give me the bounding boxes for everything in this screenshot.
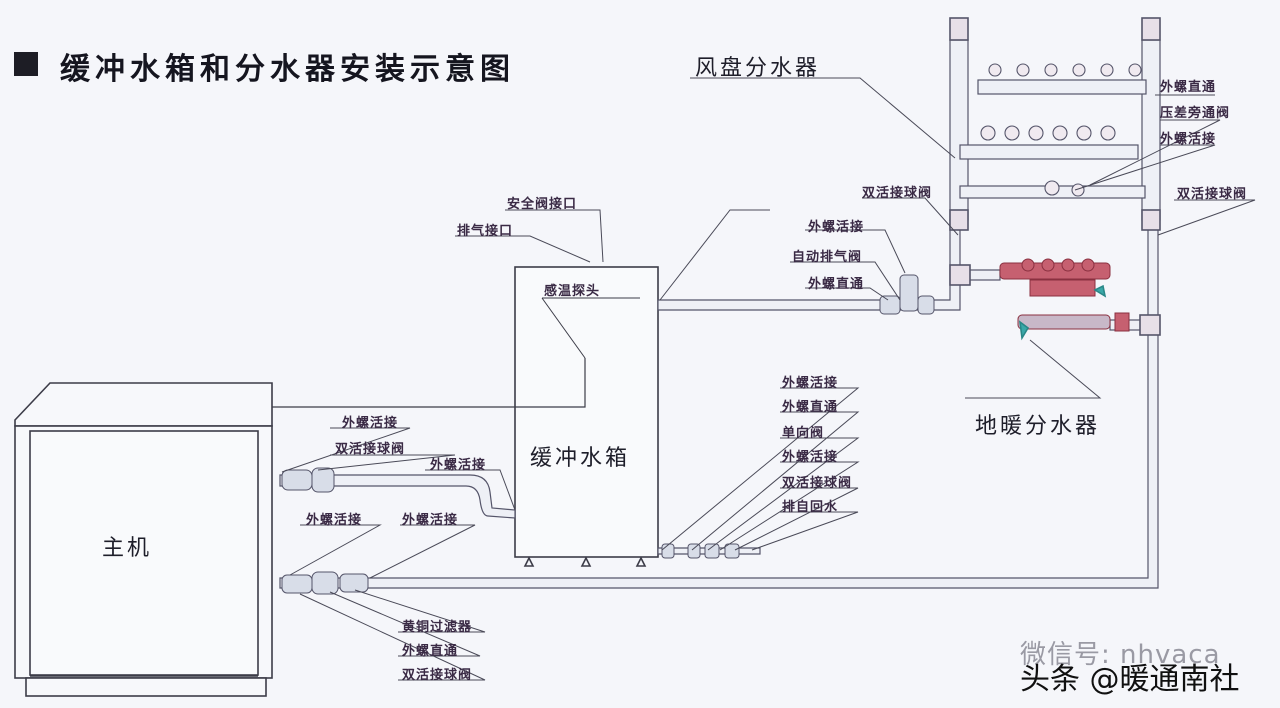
host-label: 主机 (102, 536, 153, 561)
label-supply-2: 外螺直通 (808, 277, 865, 292)
label-supply-0: 外螺活接 (808, 220, 865, 235)
label-hl-0: 外螺活接 (306, 513, 363, 528)
label-fc-4: 双活接球阀 (1177, 187, 1248, 202)
label-fc-3: 双活接球阀 (862, 186, 933, 201)
label-hu-2: 外螺活接 (430, 458, 487, 473)
pipes (279, 39, 1161, 589)
page-title: 缓冲水箱和分水器安装示意图 (60, 52, 515, 87)
label-tb-2: 单向阀 (782, 426, 825, 441)
label-hb-1: 外螺直通 (402, 644, 459, 659)
label-supply-1: 自动排气阀 (792, 250, 863, 265)
buffer-tank (514, 266, 659, 567)
label-fc-0: 外螺直通 (1160, 80, 1217, 95)
label-tb-5: 排自回水 (782, 500, 839, 515)
label-temp-sensor: 感温探头 (544, 284, 601, 299)
label-tb-1: 外螺直通 (782, 400, 839, 415)
label-fc-1: 压差旁通阀 (1160, 106, 1231, 121)
title-bullet (14, 52, 38, 76)
fan-coil-manifold-label: 风盘分水器 (695, 56, 821, 81)
label-hl-1: 外螺活接 (402, 513, 459, 528)
label-fc-2: 外螺活接 (1160, 132, 1217, 147)
buffer-tank-label: 缓冲水箱 (530, 446, 631, 471)
label-hb-2: 双活接球阀 (402, 668, 473, 683)
label-tb-4: 双活接球阀 (782, 476, 853, 491)
label-hb-0: 黄铜过滤器 (402, 620, 473, 635)
floor-heating-manifold-shape (999, 258, 1130, 332)
label-safety-valve-port: 安全阀接口 (507, 197, 578, 212)
label-tb-3: 外螺活接 (782, 450, 839, 465)
label-tb-0: 外螺活接 (782, 376, 839, 391)
floor-heating-manifold-label: 地暖分水器 (975, 414, 1101, 439)
host-unit (14, 382, 273, 697)
watermark-wechat: 微信号: nhvaca (1020, 640, 1221, 670)
label-vent-port: 排气接口 (457, 224, 514, 239)
watermark-toutiao: 头条 @暖通南社 (1020, 662, 1240, 697)
label-hu-1: 双活接球阀 (335, 442, 406, 457)
label-hu-0: 外螺活接 (342, 416, 399, 431)
